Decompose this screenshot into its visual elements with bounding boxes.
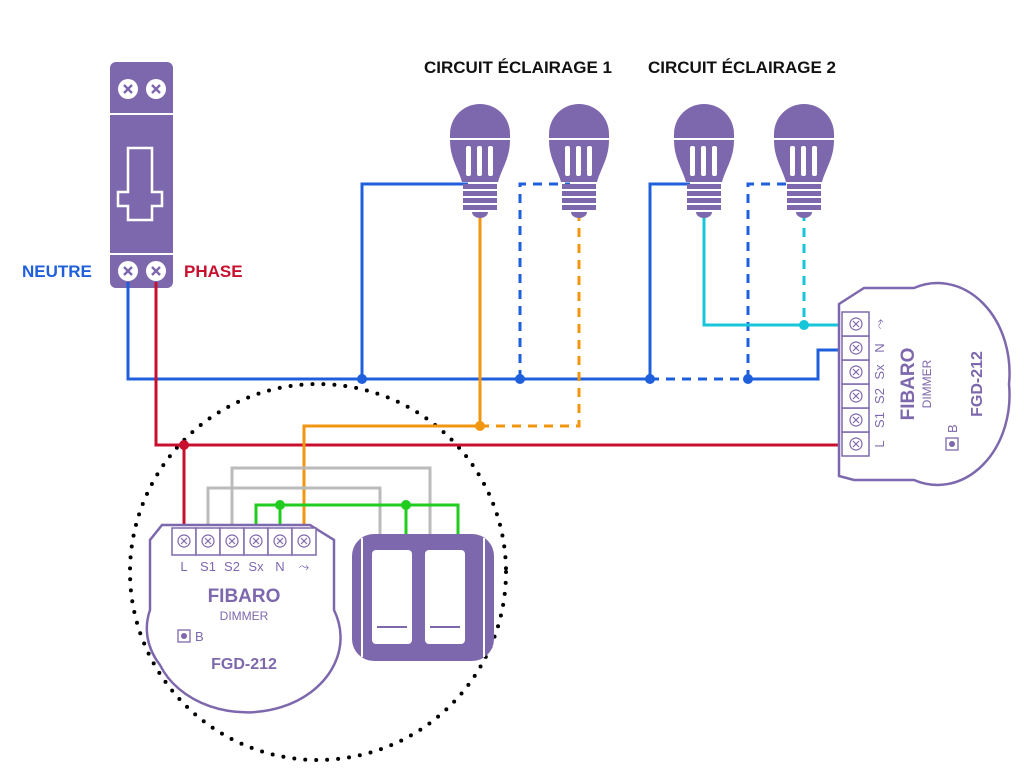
breaker-screw-icon [144,259,168,283]
dimmer-model: FGD-212 [969,351,986,417]
switch-rocker-2[interactable] [425,550,465,644]
dimmer-module-left: L S1 S2 Sx N ⤳ FIBARO DIMMER B FGD-212 [145,523,342,714]
double-wall-switch[interactable] [352,534,494,661]
terminal-label: L [180,559,187,574]
dimmer-module-right: L S1 S2 Sx N ⤳ FIBARO DIMMER B FGD-212 [837,281,1011,487]
phase-junction [179,440,189,450]
neutral-junctions [357,374,753,384]
bulb-icon-circuit-2a [674,104,734,218]
bulb-icon-circuit-1b [549,104,609,218]
bulb-icon-circuit-1a [450,104,510,218]
circuit-breaker [110,62,173,288]
load-2-junction [799,320,809,330]
switch-rocker-1[interactable] [372,550,412,644]
bulb-icon-circuit-2b [774,104,834,218]
terminal-block [171,527,317,556]
terminal-label: N [275,559,284,574]
switch-area-highlight [128,382,508,762]
terminal-label: S1 [872,412,887,428]
load-terminal-icon: ⤳ [299,559,310,574]
b-button-label: B [195,629,204,644]
neutral-label: NEUTRE [22,262,92,281]
dimmer-type: DIMMER [920,359,934,408]
switch-common-junction [401,500,411,510]
breaker-screw-icon [116,259,140,283]
load-terminal-icon: ⤳ [872,318,887,329]
circuit-1-title: CIRCUIT ÉCLAIRAGE 1 [424,58,612,77]
breaker-screw-icon [144,77,168,101]
neutral-wire [126,182,843,381]
breaker-screw-icon [116,77,140,101]
b-button-icon[interactable] [177,629,191,643]
terminal-label: S2 [224,559,240,574]
terminal-label: S2 [872,388,887,404]
b-button-icon[interactable] [945,437,959,451]
switch-common-junction [275,500,285,510]
switch-wires [206,466,432,534]
dimmer-brand: FIBARO [898,348,919,421]
circuit-2-title: CIRCUIT ÉCLAIRAGE 2 [648,58,836,77]
terminal-label: Sx [872,364,887,380]
dimmer-type: DIMMER [220,609,269,623]
terminal-label: Sx [248,559,264,574]
phase-wire [154,282,843,528]
terminal-label: N [872,343,887,352]
breaker-toggle-icon [116,146,164,222]
dimmer-model: FGD-212 [211,656,277,673]
dimmer-brand: FIBARO [208,586,281,607]
phase-label: PHASE [184,262,243,281]
terminal-label: L [872,440,887,447]
b-button-label: B [945,424,960,433]
load-wire-circuit-2 [702,212,843,327]
load-wire-circuit-1 [302,212,581,528]
load-1-junction [475,421,485,431]
terminal-label: S1 [200,559,216,574]
